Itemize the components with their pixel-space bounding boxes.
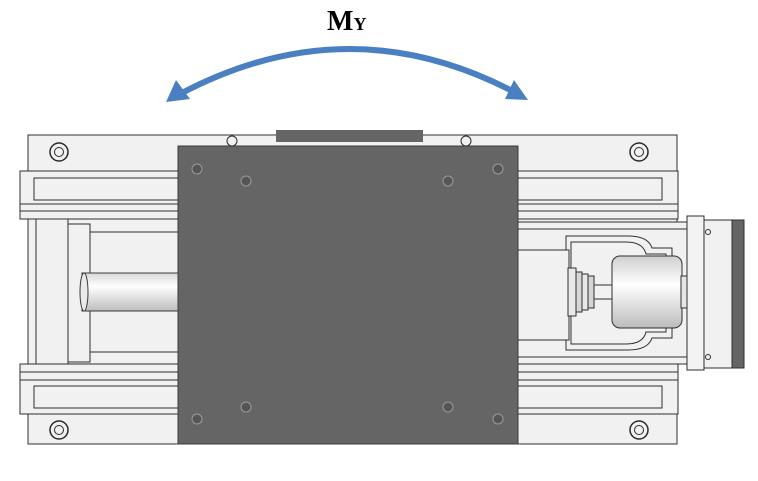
frame-mounting-holes <box>49 135 649 443</box>
motor-coupling-assembly <box>516 215 745 371</box>
hole-icon <box>49 420 69 440</box>
moment-label-main: M <box>327 6 354 37</box>
hole-icon <box>629 142 649 162</box>
moment-label-subscript: Y <box>353 14 367 34</box>
shaft-rod <box>79 272 183 312</box>
carriage-screw-holes <box>191 163 504 425</box>
moment-label: MY <box>327 6 366 38</box>
hole-icon <box>49 142 69 162</box>
top-center-bar <box>276 130 423 142</box>
carriage-plate <box>177 145 519 445</box>
hole-icon <box>629 420 649 440</box>
rotation-arrow <box>166 46 528 102</box>
